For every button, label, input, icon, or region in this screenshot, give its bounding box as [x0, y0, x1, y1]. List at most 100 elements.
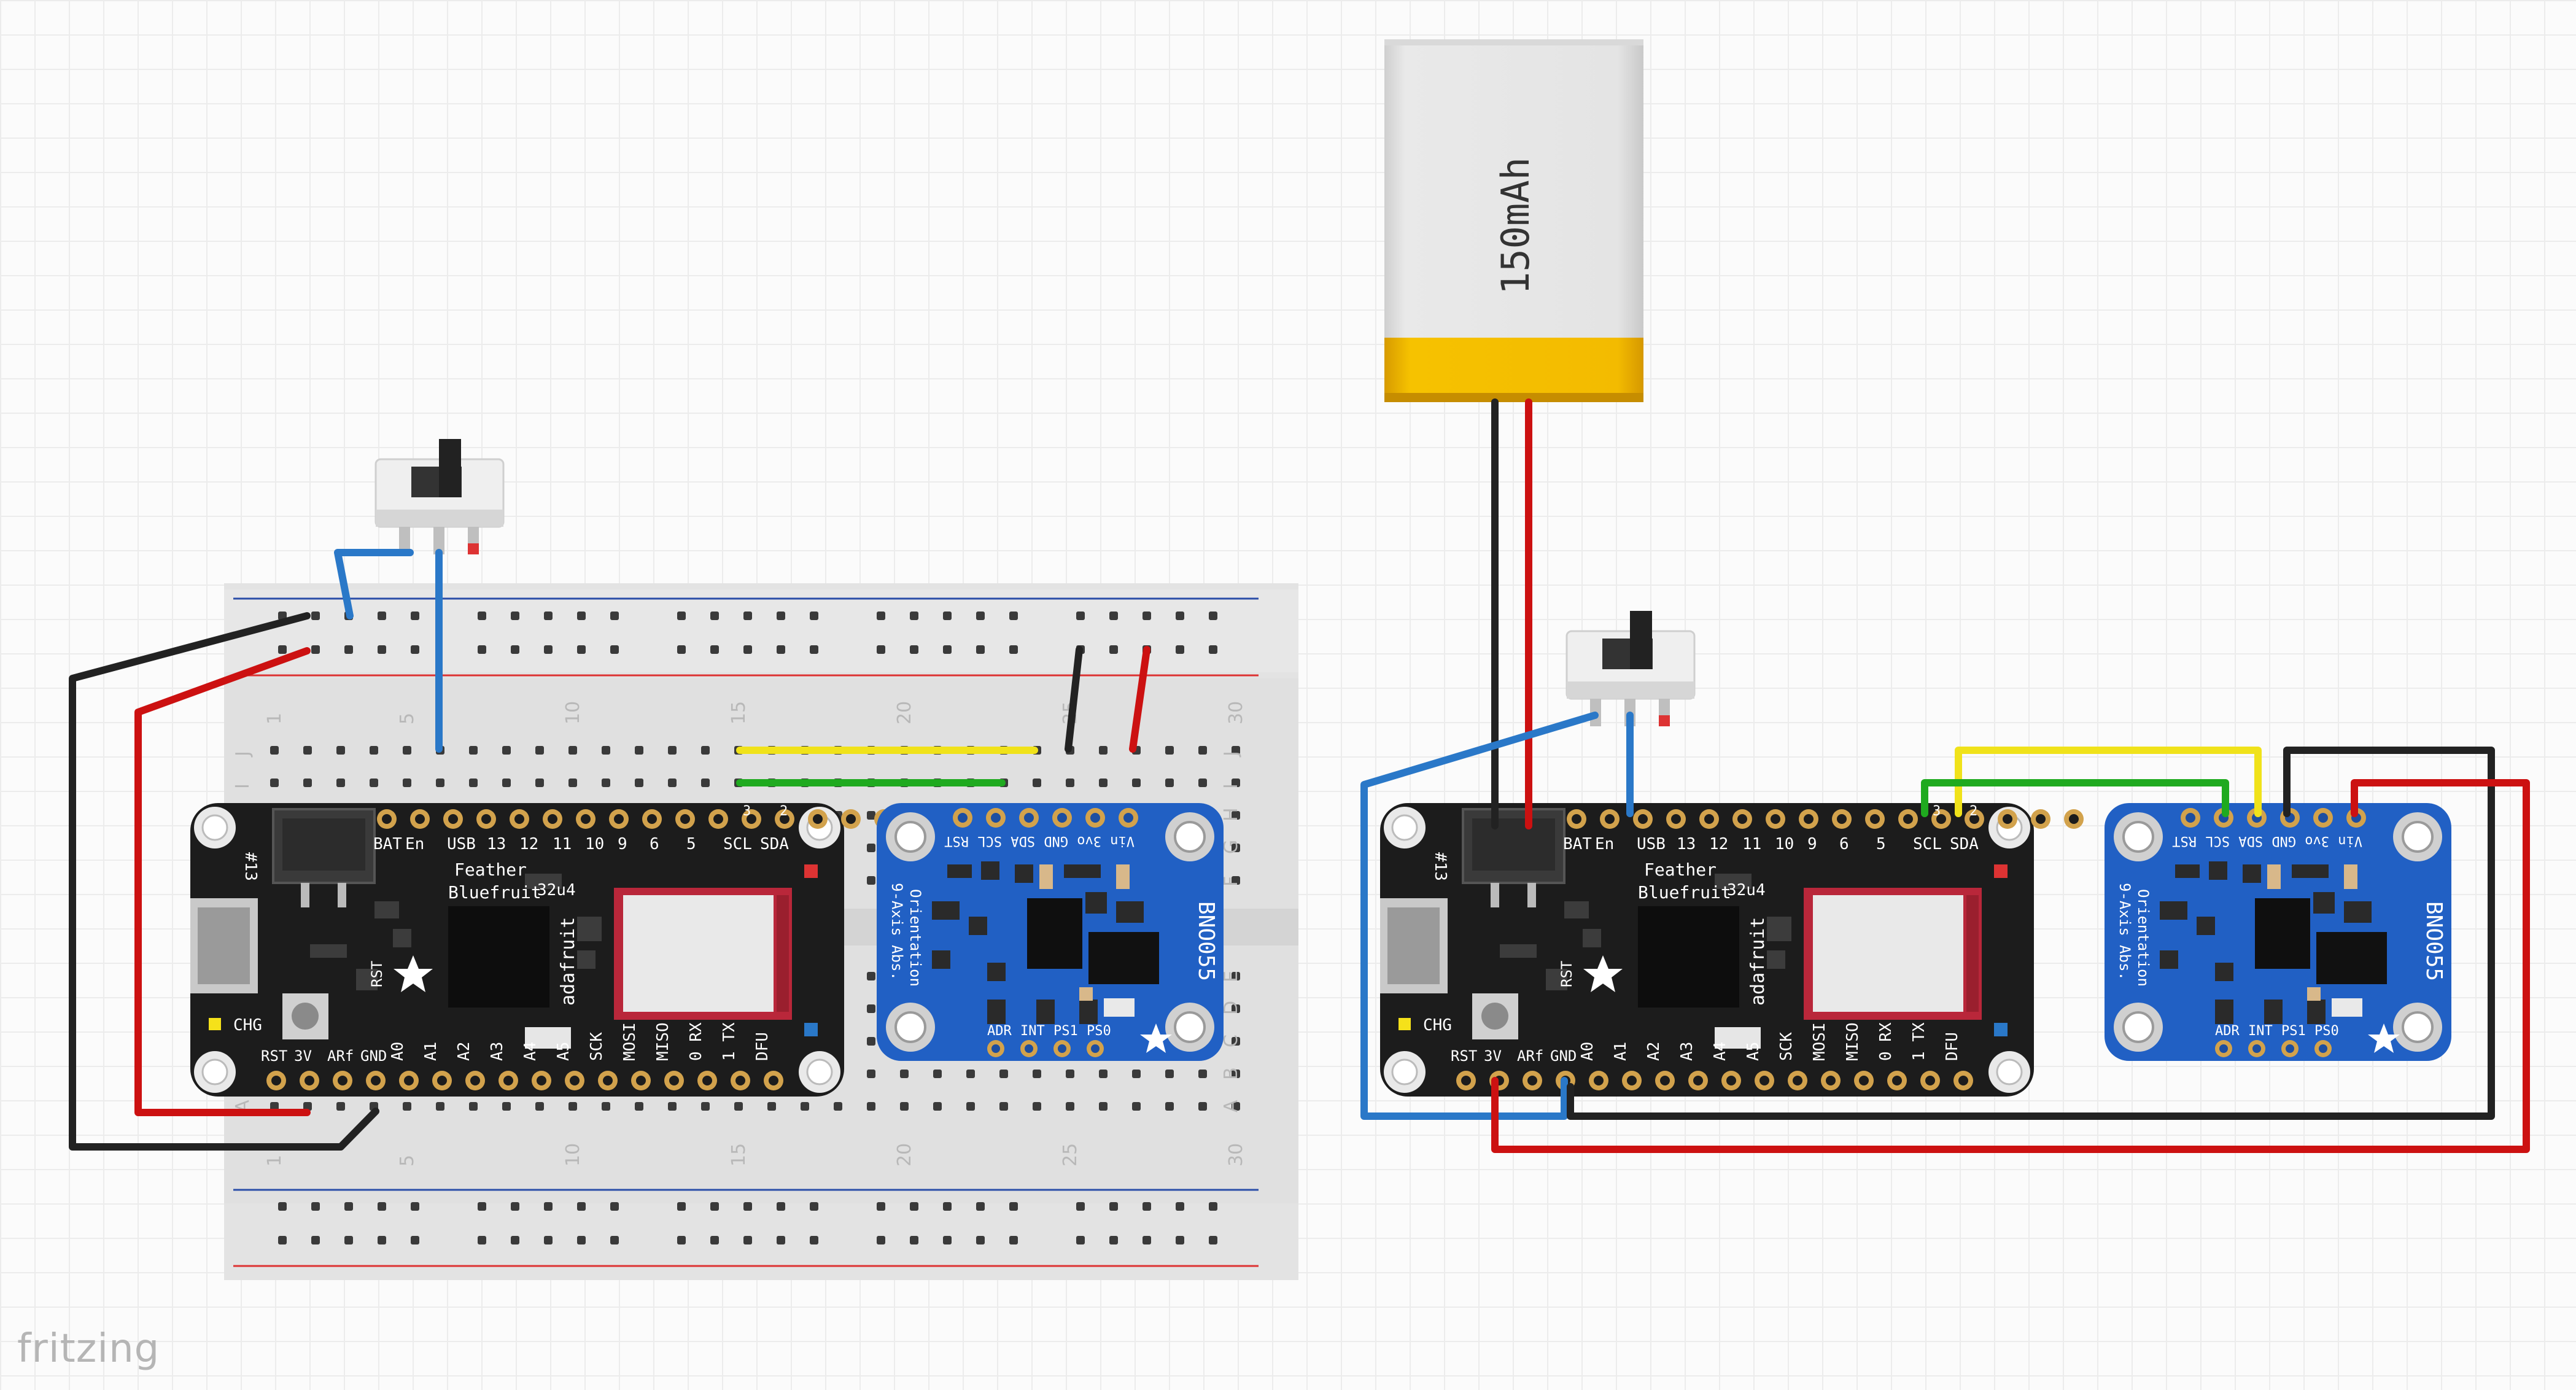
feather-top-pin-label: 6 — [1839, 835, 1849, 853]
feather-top-pin-label: 11 — [553, 835, 572, 853]
feather-bottom-pin-label: A1 — [1612, 1042, 1630, 1061]
bno055-bottom-pin-label: ADR — [987, 1023, 1012, 1039]
bno055-top-pin-label: SDA — [1011, 833, 1035, 848]
wire-black-left-rail — [1065, 646, 1083, 753]
feather-top-pin-label: 13 — [487, 835, 506, 853]
breadboard-col-label: 5 — [397, 713, 418, 724]
feather-top-pin-label: 10 — [1775, 835, 1794, 853]
feather-top-pin-label: 6 — [650, 835, 659, 853]
feather-name-label: Feather — [1644, 860, 1717, 880]
feather-top-pin-label: USB — [447, 835, 476, 853]
feather-top-pin-label: 9 — [1807, 835, 1817, 853]
feather-bottom-pin-label: SCK — [1777, 1032, 1796, 1061]
feather-top-pin-label: BAT — [1563, 835, 1592, 853]
bno055-top-pin-label: RST — [944, 833, 969, 848]
feather-top-pin-sublabel: 3 — [743, 804, 751, 819]
bno055-bottom-pin-label: ADR — [2215, 1023, 2240, 1039]
wire-red-right-3v — [1491, 779, 2530, 1153]
feather-bottom-pin-label: A5 — [1744, 1042, 1763, 1061]
breadboard-col-label: 15 — [728, 1143, 750, 1167]
feather-bottom-pin-label: 3V — [1484, 1047, 1502, 1065]
bno055-bottom-pin-label: INT — [1020, 1023, 1045, 1039]
lipo-battery: 150mAh — [1384, 39, 1643, 402]
breadboard-row-label: I — [232, 783, 254, 789]
feather-top-pin-label: En — [405, 835, 424, 853]
breadboard-row-label: D — [1220, 1001, 1242, 1015]
feather-rst-label: RST — [368, 961, 386, 987]
feather-top-pin-sublabel: 2 — [1969, 804, 1977, 819]
feather-name-label: Bluefruit — [448, 882, 541, 903]
breadboard-row-label: F — [1220, 876, 1242, 887]
bno055-top-pin-label: 3vo — [1077, 833, 1101, 848]
feather-bottom-pin-label: SCK — [588, 1032, 606, 1061]
feather-top-pin-label: 10 — [585, 835, 604, 853]
feather-bottom-pin-label: 1 TX — [1910, 1022, 1928, 1061]
feather-top-pin-label: USB — [1637, 835, 1666, 853]
feather-brand-label: adafruit — [557, 917, 579, 1006]
feather-bottom-pin-label: A0 — [1578, 1042, 1597, 1061]
bno055-top-pin-label: Vin — [1110, 833, 1135, 848]
feather-bottom-pin-label: GND — [360, 1047, 387, 1065]
feather-rst-label: RST — [1558, 961, 1575, 987]
feather-top-pin-label: 5 — [1876, 835, 1886, 853]
bno055-top-pin-label: SCL — [977, 833, 1002, 848]
breadboard-row-label: J — [1220, 751, 1242, 758]
feather-bottom-pin-label: 0 RX — [687, 1022, 705, 1061]
feather-bottom-pin-label: MOSI — [621, 1022, 639, 1061]
feather-bottom-pin-label: MISO — [654, 1022, 672, 1061]
adafruit-star-icon — [394, 955, 433, 992]
feather-name-label: Feather — [454, 860, 527, 880]
breadboard-row-label: I — [1220, 783, 1242, 789]
wire-black-right-gnd — [1567, 747, 2495, 1120]
feather-bottom-pin-label: RST — [1451, 1047, 1477, 1065]
bno055-top-pin-label: 3vo — [2305, 833, 2329, 848]
slide-switch-right — [1565, 611, 1696, 726]
bno055-top-pin-label: Vin — [2338, 833, 2362, 848]
feather-bottom-pin-label: DFU — [753, 1032, 772, 1061]
breadboard-col-label: 10 — [562, 701, 584, 724]
feather-bottom-pin-label: A2 — [455, 1042, 473, 1061]
feather-bottom-pin-label: A3 — [488, 1042, 506, 1061]
fritzing-brand-logo: fritzing — [17, 1326, 160, 1372]
bno055-subtitle-label: Orientation — [2135, 889, 2152, 987]
breadboard-row-label: E — [1220, 971, 1242, 982]
breadboard-col-label: 30 — [1225, 701, 1247, 724]
breadboard-row-label: G — [1220, 840, 1242, 854]
feather-bottom-pin-label: MISO — [1844, 1022, 1862, 1061]
feather-bottom-pin-label: ARf — [327, 1047, 354, 1065]
feather-top-pin-label: SCL — [723, 835, 752, 853]
breadboard-col-label: 25 — [1060, 1143, 1081, 1167]
breadboard-row-label: B — [1220, 1067, 1242, 1080]
bno055-top-pin-label: GND — [1044, 833, 1068, 848]
feather-bottom-pin-label: A0 — [389, 1042, 407, 1061]
feather-bottom-pin-label: A5 — [554, 1042, 573, 1061]
feather-top-pin-label: 12 — [1709, 835, 1728, 853]
feather-bottom-pin-label: ARf — [1517, 1047, 1543, 1065]
feather-bottom-pin-label: DFU — [1943, 1032, 1961, 1061]
feather-top-pin-label: SDA — [760, 835, 789, 853]
bno055-subtitle-label: 9-Axis Abs. — [2116, 883, 2133, 980]
feather-top-pin-label: 5 — [686, 835, 696, 853]
feather-top-pin-label: 9 — [618, 835, 627, 853]
bno055-top-pin-label: GND — [2271, 833, 2296, 848]
feather-top-pin-sublabel: 2 — [780, 804, 788, 819]
feather-bottom-pin-label: MOSI — [1810, 1022, 1829, 1061]
feather-chg-label: CHG — [233, 1016, 262, 1035]
feather-top-pin-label: SDA — [1950, 835, 1979, 853]
feather-bottom-pin-label: 0 RX — [1877, 1022, 1895, 1061]
feather-bottom-pin-label: A3 — [1678, 1042, 1696, 1061]
breadboard-row-label: A — [1220, 1100, 1242, 1112]
breadboard-col-label: 20 — [894, 1143, 915, 1167]
wire-blue-left-switch — [334, 549, 414, 619]
bno055-subtitle-label: Orientation — [907, 889, 924, 987]
bno055-top-pin-label: RST — [2172, 833, 2197, 848]
slide-switch-left — [374, 439, 505, 554]
bno055-bottom-pin-label: INT — [2248, 1023, 2273, 1039]
feather-top-pin-label: En — [1595, 835, 1614, 853]
breadboard-col-label: 30 — [1225, 1143, 1247, 1167]
bno055-top-pin-label: SDA — [2238, 833, 2263, 848]
feather-top-pin-label: 11 — [1742, 835, 1761, 853]
breadboard-col-label: 1 — [264, 1155, 285, 1167]
